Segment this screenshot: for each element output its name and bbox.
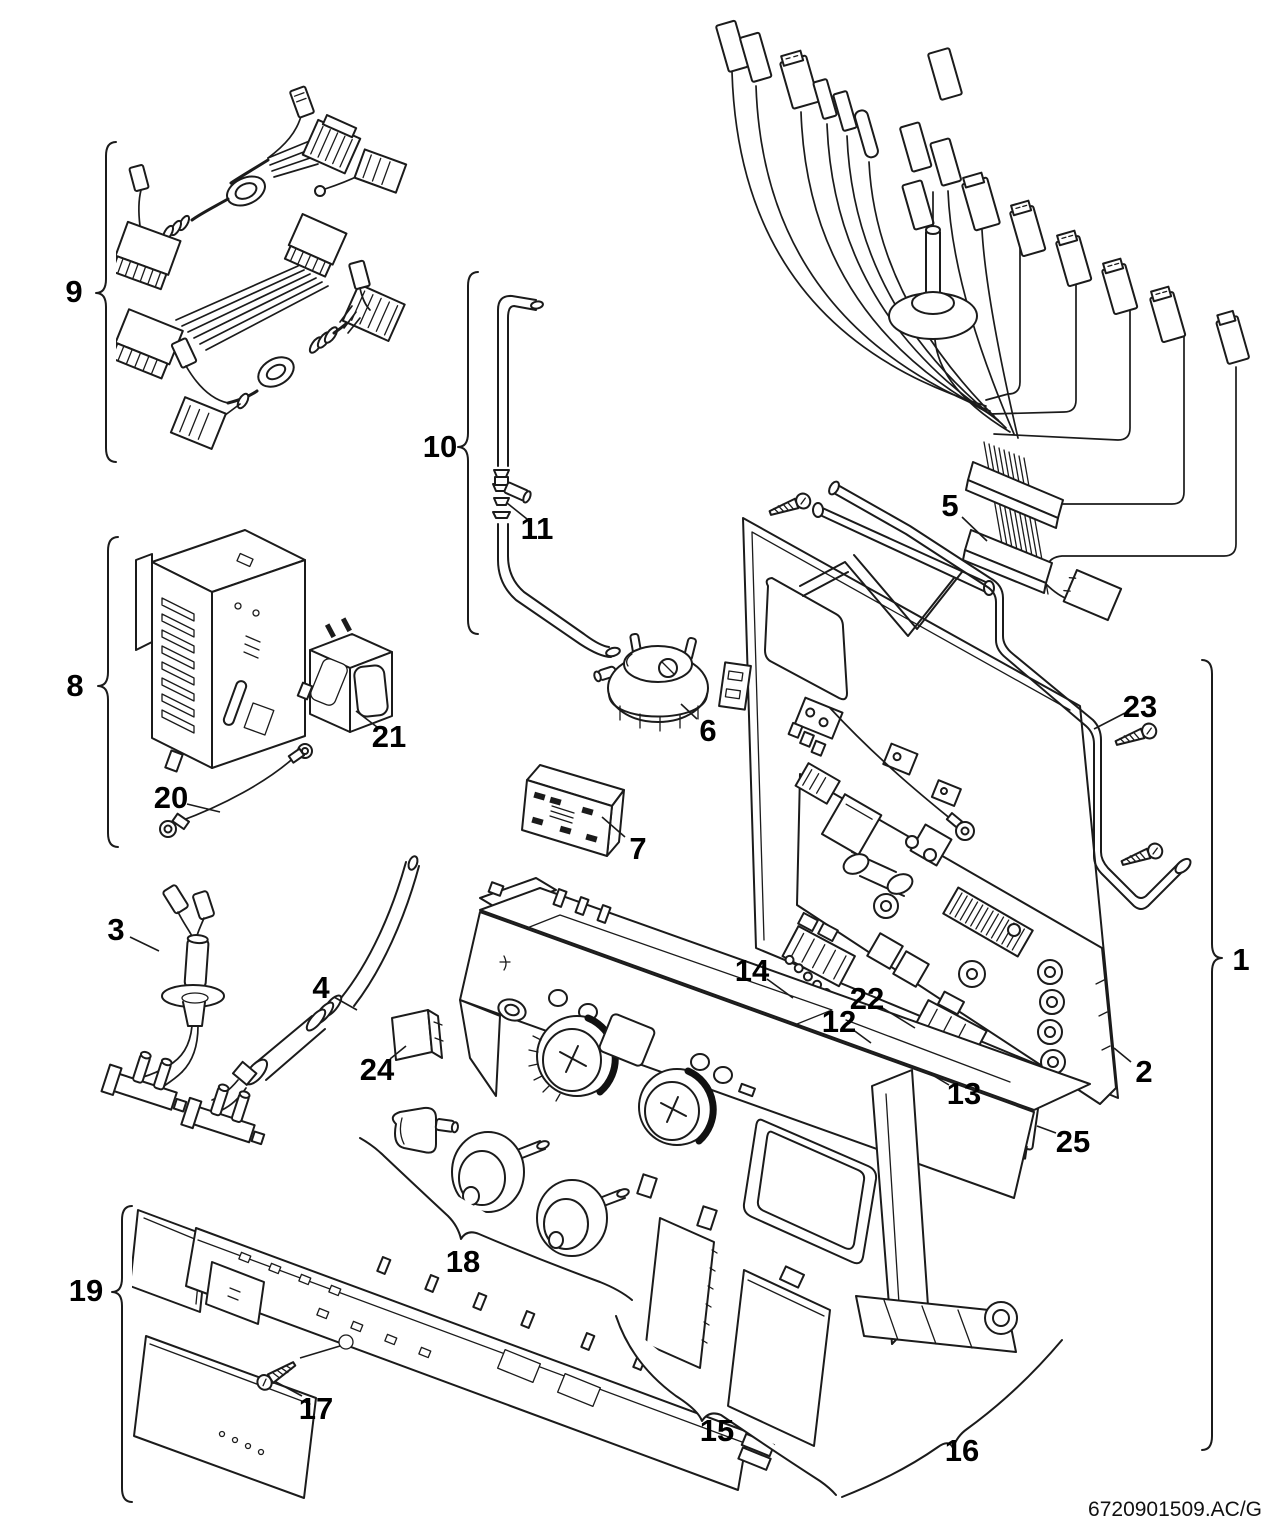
callout-24: 24 <box>360 1052 395 1087</box>
callout-15: 15 <box>700 1413 734 1448</box>
callout-18: 18 <box>446 1244 480 1279</box>
callout-5: 5 <box>941 488 958 523</box>
brace-19 <box>111 1205 133 1503</box>
callout-1: 1 <box>1232 942 1249 977</box>
screw-17 <box>253 1345 341 1394</box>
control-box <box>135 529 306 773</box>
main-wiring-harness <box>715 19 1250 622</box>
callout-19: 19 <box>69 1273 103 1308</box>
earth-wire <box>159 743 313 838</box>
callout-3: 3 <box>107 912 124 947</box>
knob-set <box>391 1106 630 1257</box>
leader-lines <box>129 502 1132 1397</box>
callout-10: 10 <box>423 429 457 464</box>
callout-22: 22 <box>850 981 884 1016</box>
callout-2: 2 <box>1135 1054 1152 1089</box>
brace-16 <box>841 1339 1063 1498</box>
cable-with-grommet <box>180 855 420 1146</box>
callout-21: 21 <box>372 719 406 754</box>
callout-16: 16 <box>945 1433 979 1468</box>
electrode-assembly <box>100 884 225 1113</box>
brace-15 <box>615 1315 837 1496</box>
callout-7: 7 <box>629 831 646 866</box>
callout-11: 11 <box>521 511 554 546</box>
callout-17: 17 <box>299 1391 333 1426</box>
brace-8 <box>97 536 119 848</box>
document-code: 6720901509.AC/G <box>1088 1498 1262 1521</box>
brace-10 <box>457 271 479 635</box>
callout-14: 14 <box>735 953 770 988</box>
callout-4: 4 <box>312 970 330 1005</box>
control-panel-chassis <box>459 877 1091 1353</box>
cable-harness-set <box>110 85 408 450</box>
callout-25: 25 <box>1056 1124 1090 1159</box>
brace-18 <box>359 1137 633 1301</box>
cover-plates <box>645 1217 831 1447</box>
callout-8: 8 <box>66 668 83 703</box>
callout-20: 20 <box>154 780 188 815</box>
tube-set <box>492 294 621 658</box>
brace-9 <box>95 141 117 463</box>
brace-1 <box>1201 659 1223 1451</box>
clip-24 <box>391 1009 444 1061</box>
callout-6: 6 <box>699 713 716 748</box>
callout-13: 13 <box>947 1076 981 1111</box>
callout-9: 9 <box>65 274 82 309</box>
fascia-panels <box>129 1209 776 1499</box>
callout-12: 12 <box>822 1004 856 1039</box>
callout-23: 23 <box>1123 689 1157 724</box>
transformer <box>296 617 393 733</box>
support-frame <box>766 480 1192 910</box>
relay-module <box>521 764 625 857</box>
